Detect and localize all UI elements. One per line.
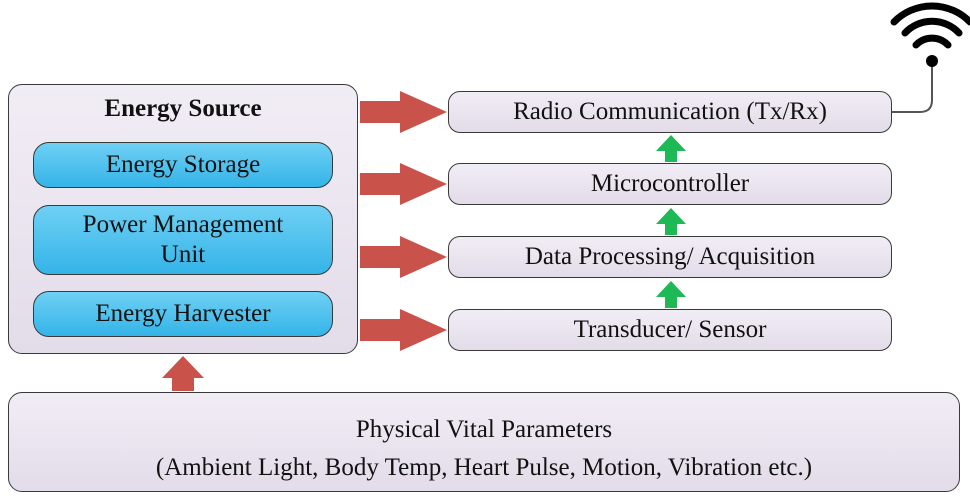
transducer-sensor-label: Transducer/ Sensor: [573, 316, 767, 343]
data-processing-block: Data Processing/ Acquisition: [448, 236, 892, 278]
physical-parameters-detail: (Ambient Light, Body Temp, Heart Pulse, …: [155, 453, 813, 481]
data-arrow-microcontroller-to-radio: [656, 135, 686, 162]
energy-source-title: Energy Source: [104, 95, 262, 122]
physical-parameters-title: Physical Vital Parameters: [355, 416, 613, 443]
microcontroller-label: Microcontroller: [590, 170, 750, 197]
data-arrow-transducer-to-processing: [656, 281, 686, 308]
energy-storage-label: Energy Storage: [105, 151, 261, 178]
transducer-sensor-block: Transducer/ Sensor: [448, 309, 892, 351]
energy-harvester-block: Energy Harvester: [33, 291, 333, 337]
power-arrow-data-processing: [360, 236, 447, 278]
antenna-connector: [892, 63, 933, 113]
wifi-icon: [890, 2, 970, 67]
power-management-unit-label: Power Management Unit: [82, 211, 284, 268]
radio-communication-block: Radio Communication (Tx/Rx): [448, 91, 892, 133]
data-processing-label: Data Processing/ Acquisition: [524, 243, 816, 270]
radio-communication-label: Radio Communication (Tx/Rx): [513, 98, 827, 125]
data-arrow-processing-to-microcontroller: [656, 208, 686, 235]
energy-storage-block: Energy Storage: [33, 142, 333, 188]
harvest-arrow: [162, 356, 204, 391]
power-arrow-radio: [360, 91, 447, 133]
power-arrow-transducer: [360, 309, 447, 351]
power-management-unit-block: Power Management Unit: [33, 205, 333, 275]
power-arrow-microcontroller: [360, 163, 447, 205]
microcontroller-block: Microcontroller: [448, 163, 892, 205]
physical-parameters-block: Physical Vital Parameters (Ambient Light…: [8, 392, 960, 492]
energy-harvester-label: Energy Harvester: [95, 300, 271, 327]
